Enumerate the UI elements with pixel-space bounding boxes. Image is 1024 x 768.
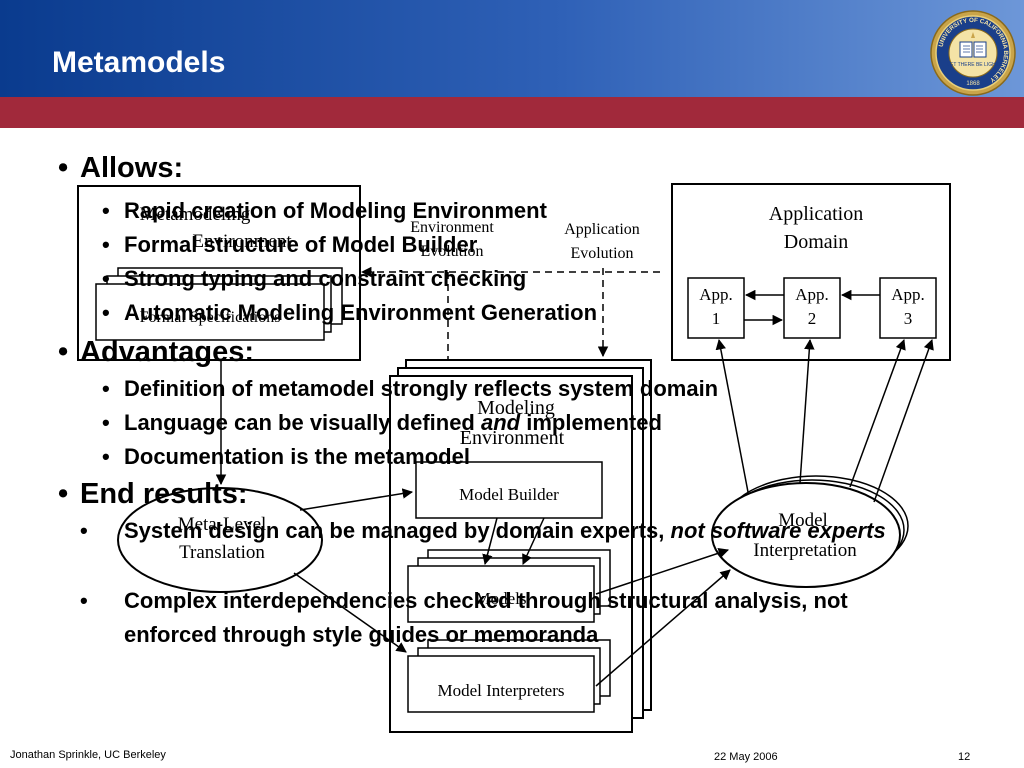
model-interpretation-label-1: Model [778, 510, 828, 531]
list-item: •Documentation is the metamodel [102, 444, 470, 469]
list-item: •Rapid creation of Modeling Environment [102, 198, 547, 223]
model-interpretation-label-2: Interpretation [753, 540, 857, 561]
university-seal-icon: UNIVERSITY OF CALIFORNIA BERKELEY LET TH… [930, 10, 1016, 96]
app-domain-label-1: Application [769, 203, 863, 225]
allows-heading: Allows: [80, 152, 184, 184]
app-evolution-label-1: Application [564, 221, 640, 238]
page-number: 12 [958, 751, 971, 763]
modeling-env-label-1: Modeling [477, 397, 555, 419]
meta-level-translation-ellipse [117, 487, 323, 593]
formal-spec-box [95, 283, 325, 341]
metamodeling-env-label-2: Environment [192, 231, 292, 252]
app-1-label-1: App. [699, 285, 733, 304]
seal-motto: LET THERE BE LIGHT [947, 62, 999, 68]
bullet-advantages: •Advantages: [58, 336, 255, 368]
list-item: •Formal structure of Model Builder [102, 232, 478, 257]
list-item: •Strong typing and constraint checking [102, 266, 527, 291]
app-1-label-2: 1 [712, 309, 721, 328]
list-item: •Language can be visually defined and im… [102, 410, 662, 435]
env-evolution-label-1: Environment [410, 219, 494, 236]
model-builder-label: Model Builder [459, 485, 559, 504]
end-results-heading: End results: [80, 478, 248, 510]
app-3-label-2: 3 [904, 309, 913, 328]
model-interpreters-box [407, 655, 595, 713]
list-item: •Definition of metamodel strongly reflec… [102, 376, 719, 401]
formal-spec-label: Formal Specifications [140, 309, 281, 326]
models-label: Models [476, 589, 527, 608]
footer-date: 22 May 2006 [714, 751, 778, 763]
list-item: •Automatic Modeling Environment Generati… [102, 300, 598, 325]
app-3-label-1: App. [891, 285, 925, 304]
slide-title: Metamodels [52, 46, 226, 79]
modeling-env-label-2: Environment [460, 427, 565, 449]
model-builder-box [415, 461, 603, 519]
app-evolution-label-2: Evolution [570, 245, 633, 262]
models-box [407, 565, 595, 623]
metamodeling-env-label-1: Metamodeling [140, 204, 251, 225]
app-2-label-1: App. [795, 285, 829, 304]
seal-year: 1868 [966, 81, 980, 87]
meta-level-label-1: Meta-Level [178, 514, 267, 535]
advantages-heading: Advantages: [80, 336, 255, 368]
env-evolution-label-2: Evolution [420, 243, 483, 260]
app-3-box [879, 277, 937, 339]
footer-author: Jonathan Sprinkle, UC Berkeley [10, 749, 166, 761]
app-2-box [783, 277, 841, 339]
bullet-allows: •Allows: [58, 152, 184, 184]
header-accent-bar [0, 97, 1024, 128]
slide-header [0, 0, 1024, 97]
meta-level-label-2: Translation [179, 542, 265, 563]
app-1-box [687, 277, 745, 339]
app-2-label-2: 2 [808, 309, 817, 328]
model-interpretation-ellipse [711, 482, 901, 588]
model-interpreters-label: Model Interpreters [438, 681, 565, 700]
list-item: •Complex interdependencies checked throu… [80, 588, 848, 647]
bullet-end-results: •End results: [58, 478, 248, 510]
app-domain-label-2: Domain [784, 231, 848, 253]
list-item: •System design can be managed by domain … [80, 518, 886, 543]
